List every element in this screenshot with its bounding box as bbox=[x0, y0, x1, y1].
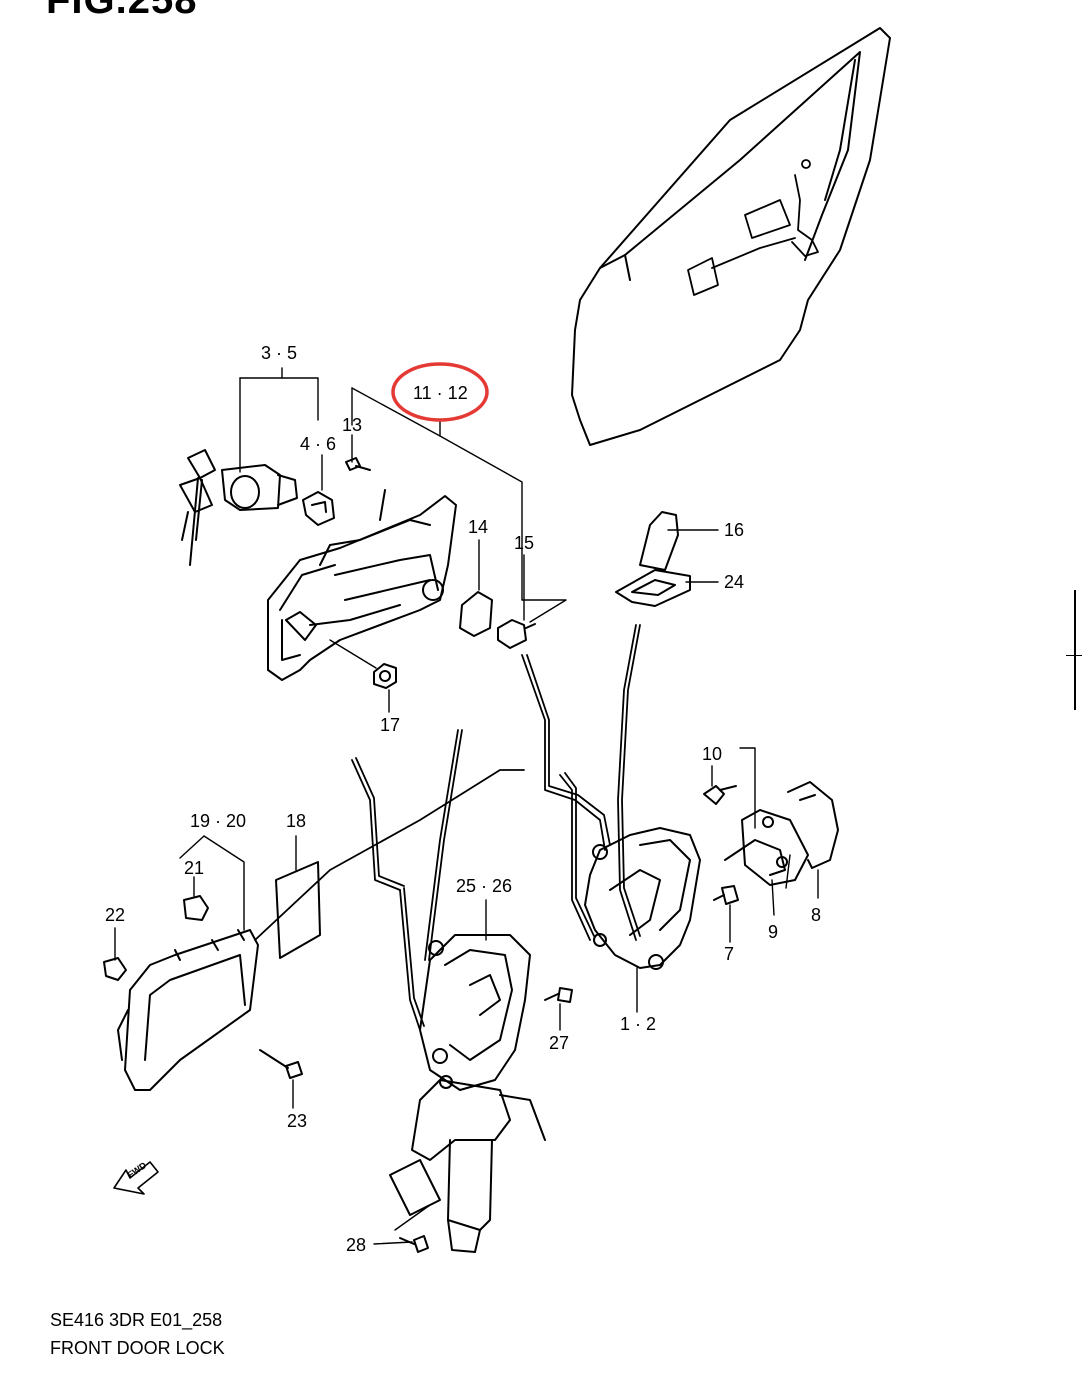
screw-28 bbox=[399, 1235, 429, 1253]
nut-17 bbox=[373, 663, 397, 689]
callout-18: 18 bbox=[286, 811, 307, 831]
door-striker bbox=[724, 809, 809, 886]
callout-3-5: 3 · 5 bbox=[261, 343, 298, 363]
clip-21 bbox=[183, 895, 209, 921]
door-lock-inner-assembly bbox=[687, 159, 819, 296]
leader-lines bbox=[114, 367, 819, 1245]
page-edge-tick bbox=[1066, 655, 1082, 656]
callout-27: 27 bbox=[549, 1033, 570, 1053]
callout-17: 17 bbox=[380, 715, 401, 735]
door-lock-assembly bbox=[584, 827, 701, 970]
callout-21: 21 bbox=[184, 858, 205, 878]
callout-13: 13 bbox=[342, 415, 363, 435]
callout-11-12: 11 · 12 bbox=[413, 383, 468, 403]
page-edge-mark bbox=[1074, 590, 1082, 710]
highlight-circle bbox=[391, 362, 489, 422]
callout-7: 7 bbox=[724, 944, 735, 964]
callout-25-26: 25 · 26 bbox=[456, 876, 513, 896]
fwd-arrow bbox=[113, 1161, 159, 1195]
outside-door-handle bbox=[267, 489, 457, 681]
door-outline bbox=[571, 27, 891, 446]
callout-10: 10 bbox=[702, 744, 723, 764]
footer-model-code: SE416 3DR E01_258 bbox=[50, 1310, 223, 1330]
lock-knob-bezel bbox=[615, 569, 691, 607]
door-lock-actuator bbox=[389, 934, 546, 1253]
handle-pad bbox=[459, 591, 493, 637]
callout-14: 14 bbox=[468, 517, 489, 537]
screw-27 bbox=[544, 987, 573, 1003]
callout-24: 24 bbox=[724, 572, 745, 592]
screw-10 bbox=[703, 785, 737, 805]
callout-15: 15 bbox=[514, 533, 535, 553]
callout-28: 28 bbox=[346, 1235, 367, 1255]
lock-cylinder-clip bbox=[302, 491, 335, 526]
rod-clip-15 bbox=[497, 619, 536, 649]
striker-shim bbox=[787, 781, 839, 869]
callout-8: 8 bbox=[811, 905, 822, 925]
callout-19-20: 19 · 20 bbox=[190, 811, 247, 831]
key-and-lock-cylinder bbox=[179, 449, 298, 566]
callout-23: 23 bbox=[287, 1111, 308, 1131]
callout-9: 9 bbox=[768, 922, 779, 942]
callout-1-2: 1 · 2 bbox=[620, 1014, 657, 1034]
clip-22 bbox=[103, 957, 127, 981]
control-rods bbox=[254, 624, 641, 1031]
callout-16: 16 bbox=[724, 520, 745, 540]
screw-13 bbox=[345, 457, 371, 471]
inside-handle-bezel bbox=[275, 861, 321, 959]
callout-4-6: 4 · 6 bbox=[300, 434, 337, 454]
footer-section-name: FRONT DOOR LOCK bbox=[50, 1338, 225, 1358]
screw-7 bbox=[713, 885, 739, 905]
inside-door-handle bbox=[117, 929, 259, 1091]
lock-knob bbox=[639, 511, 679, 571]
callout-22: 22 bbox=[105, 905, 126, 925]
figure-title: FIG.258 bbox=[46, 0, 198, 22]
screw-23 bbox=[259, 1049, 303, 1079]
